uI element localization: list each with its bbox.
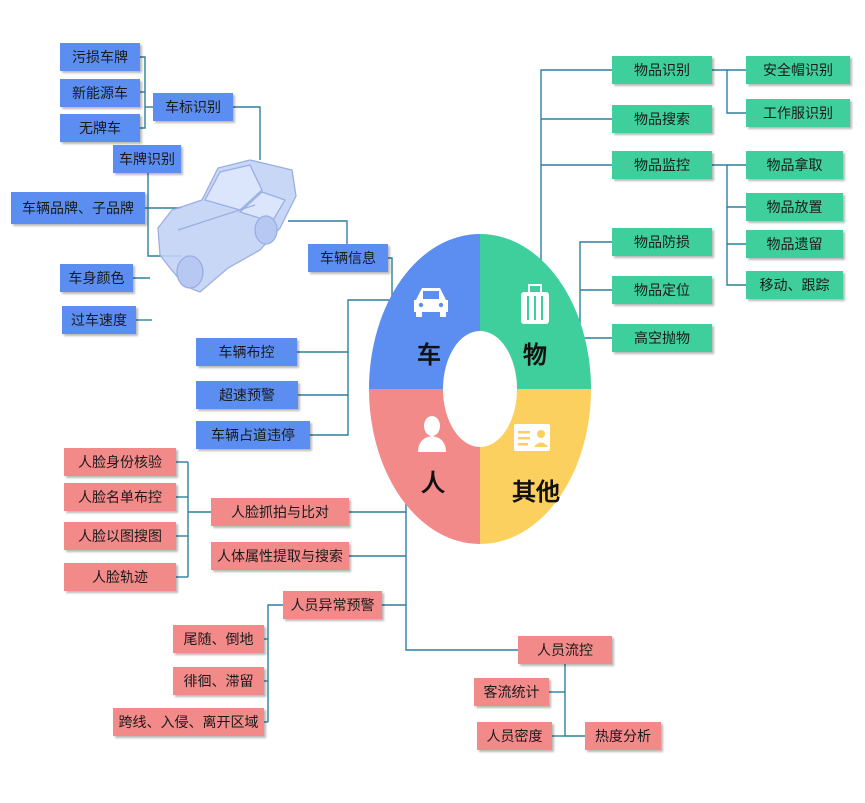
person-flow-control: 人员流控	[518, 636, 612, 664]
object-recog-workwear: 工作服识别	[746, 99, 850, 127]
object-recog-helmet: 安全帽识别	[746, 56, 850, 84]
person-abnormal-warning: 人员异常预警	[283, 591, 382, 619]
vehicle-attr-speed: 过车速度	[62, 306, 136, 334]
vehicle-logo-recognition: 车标识别	[153, 93, 233, 121]
object-monitor-left-behind: 物品遗留	[746, 230, 843, 258]
flow-crowd-density: 人员密度	[477, 722, 552, 750]
abnormal-area-intrusion: 跨线、入侵、离开区域	[113, 708, 264, 736]
person-icon	[418, 416, 446, 452]
vehicle-control-speeding: 超速预警	[196, 381, 298, 409]
vehicle-segment-label: 车	[417, 341, 441, 369]
vehicle-plate-child-stained: 污损车牌	[60, 43, 140, 71]
vehicle-plate-child-newenergy: 新能源车	[60, 79, 140, 107]
object-positioning: 物品定位	[612, 276, 712, 304]
car-icon	[414, 288, 448, 317]
object-high-altitude-throwing: 高空抛物	[612, 324, 712, 352]
object-loss-prevention: 物品防损	[612, 228, 712, 256]
face-image-search: 人脸以图搜图	[64, 522, 176, 550]
object-recognition: 物品识别	[612, 56, 712, 84]
abnormal-loitering: 徘徊、滞留	[173, 667, 264, 695]
sedan-illustration	[157, 159, 297, 293]
object-monitor: 物品监控	[612, 151, 712, 179]
vehicle-control-illegal-parking: 车辆占道违停	[196, 421, 310, 449]
object-monitor-take: 物品拿取	[746, 151, 843, 179]
vehicle-control-deploy: 车辆布控	[196, 338, 297, 366]
vehicle-attr-plate-recognition: 车牌识别	[113, 145, 181, 173]
face-identity-verification: 人脸身份核验	[64, 448, 176, 476]
luggage-icon	[521, 284, 549, 324]
other-segment-label: 其他	[512, 478, 560, 506]
object-monitor-tracking: 移动、跟踪	[746, 271, 843, 299]
vehicle-info: 车辆信息	[308, 244, 388, 272]
vehicle-plate-child-unplated: 无牌车	[60, 114, 140, 142]
flow-passenger-count: 客流统计	[474, 678, 549, 706]
face-watchlist: 人脸名单布控	[64, 483, 176, 511]
body-attribute-search: 人体属性提取与搜索	[211, 542, 349, 570]
segment-person	[369, 389, 480, 544]
connector-lines	[133, 56, 746, 737]
object-segment-label: 物	[523, 341, 547, 369]
id-card-icon	[514, 424, 550, 451]
object-monitor-place: 物品放置	[746, 193, 843, 221]
abnormal-following-falling: 尾随、倒地	[173, 625, 264, 653]
vehicle-attr-brand: 车辆品牌、子品牌	[11, 192, 145, 224]
flow-heat-analysis: 热度分析	[585, 722, 661, 750]
object-search: 物品搜索	[612, 105, 712, 133]
face-trajectory: 人脸轨迹	[64, 563, 176, 591]
vehicle-attr-color: 车身颜色	[60, 264, 133, 292]
segment-other	[480, 389, 591, 544]
person-segment-label: 人	[421, 469, 445, 497]
face-capture-comparison: 人脸抓拍与比对	[211, 498, 349, 526]
